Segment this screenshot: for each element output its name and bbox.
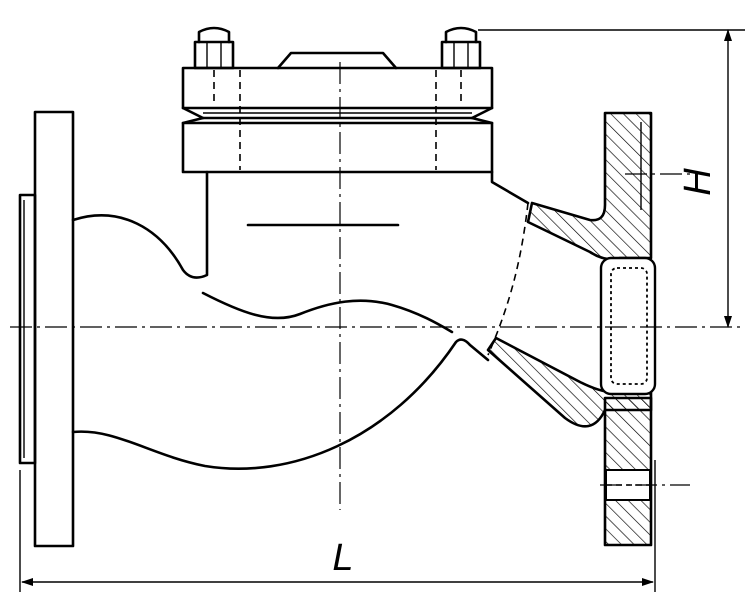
dimension-height: H: [478, 29, 745, 328]
left-flange: [18, 110, 75, 548]
height-label: H: [677, 168, 719, 196]
bonnet: [181, 51, 494, 174]
dimension-length: L: [19, 460, 656, 592]
left-bolt: [193, 26, 235, 105]
centerlines: [10, 62, 745, 510]
right-bolt: [440, 26, 482, 105]
seat-ring: [599, 256, 657, 396]
length-label: L: [332, 537, 353, 579]
valve-body: [71, 170, 530, 470]
